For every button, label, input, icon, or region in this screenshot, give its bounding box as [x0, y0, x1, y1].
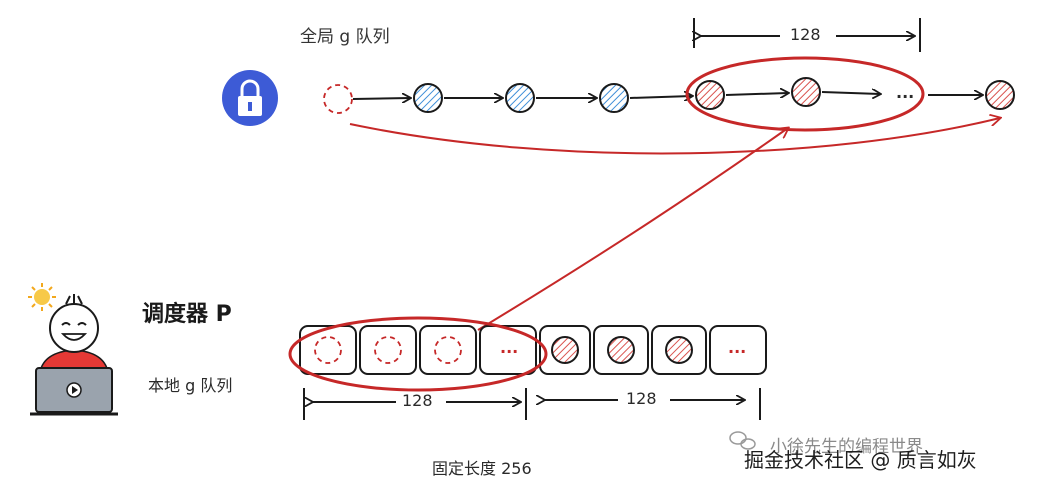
- local-highlight-ellipse: [288, 316, 548, 392]
- global-queue-blue-g-1: [413, 83, 443, 113]
- local-slot-6-g: [607, 336, 635, 364]
- local-slot-3-empty-g: [434, 336, 462, 364]
- local-slot-3: [419, 325, 477, 375]
- local-slot-2: [359, 325, 417, 375]
- global-queue-label: 全局 g 队列: [300, 27, 390, 47]
- global-queue-red-g-2: [791, 77, 821, 107]
- global-queue-ellipsis: ...: [896, 83, 915, 102]
- local-slot-1-empty-g: [314, 336, 342, 364]
- global-queue-blue-g-3: [599, 83, 629, 113]
- move-to-tail-arrow: [349, 118, 1000, 155]
- local-slot-4: [479, 325, 537, 375]
- local-queue-label: 本地 g 队列: [148, 376, 233, 395]
- local-slot-5-g: [551, 336, 579, 364]
- local-slot-7-g: [665, 336, 693, 364]
- local-second-half-label: 128: [626, 389, 657, 408]
- fixed-length-label: 固定长度 256: [432, 459, 532, 478]
- local-slot-2-empty-g: [374, 336, 402, 364]
- local-slot-8: [709, 325, 767, 375]
- wechat-icon: [729, 431, 756, 450]
- local-span-brackets: [303, 388, 761, 420]
- watermark-line-1: 小徐先生的编程世界: [770, 437, 923, 457]
- global-span-label: 128: [790, 25, 821, 44]
- scheduler-title: 调度器 P: [142, 302, 232, 327]
- global-span-bracket: [694, 18, 921, 52]
- watermark-line-2: 掘金技术社区 @ 质言如灰: [744, 448, 977, 472]
- global-queue-blue-g-2: [505, 83, 535, 113]
- global-queue-links: [352, 92, 982, 99]
- global-highlight-ellipse: [685, 56, 925, 132]
- local-first-half-label: 128: [402, 391, 433, 410]
- laptop-icon: [30, 367, 118, 416]
- local-queue: [299, 325, 767, 375]
- global-queue-empty-slot: [323, 84, 353, 114]
- move-to-global-arrow: [477, 128, 788, 331]
- global-queue-red-g-3: [985, 80, 1015, 110]
- local-slot-8-ellipsis: ...: [728, 338, 747, 357]
- local-slot-4-ellipsis: ...: [500, 338, 519, 357]
- global-queue-red-g-1: [695, 80, 725, 110]
- local-slot-1: [299, 325, 357, 375]
- sun-icon: [28, 283, 56, 311]
- person-avatar: [39, 294, 109, 373]
- lock-icon: [222, 70, 278, 126]
